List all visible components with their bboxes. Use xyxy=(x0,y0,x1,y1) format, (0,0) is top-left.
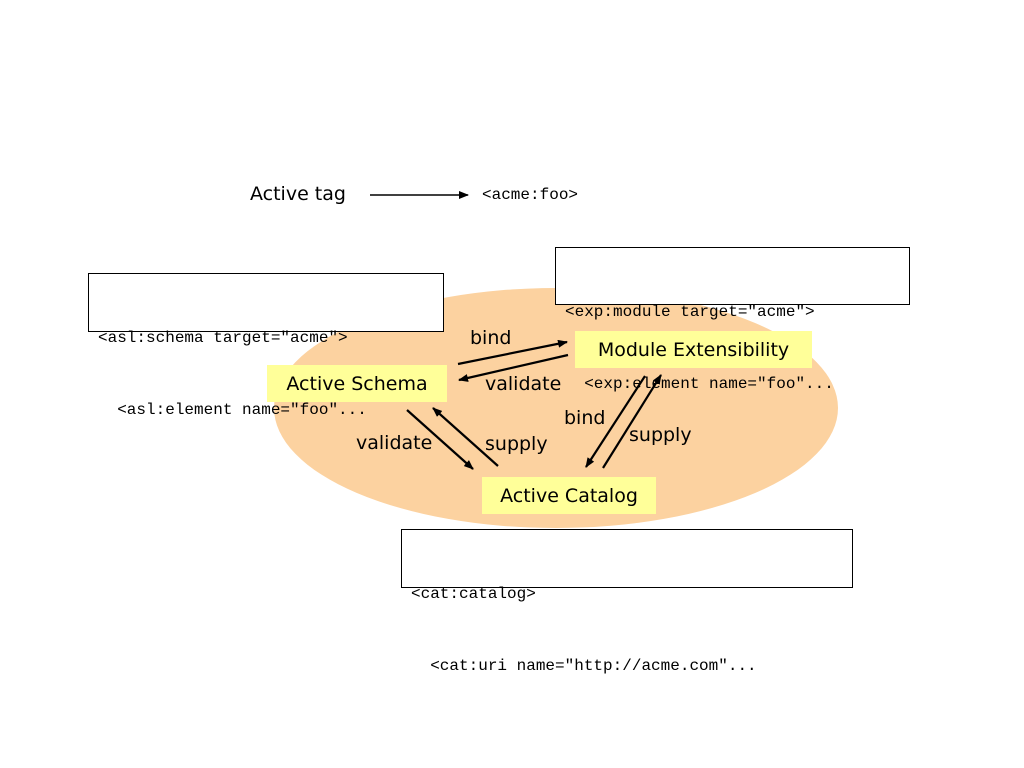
catalog-code-line-1: <cat:catalog> xyxy=(411,585,536,603)
bind-arrow-schema-to-module xyxy=(457,339,568,366)
schema-code-line-1: <asl:schema target="acme"> xyxy=(98,329,348,347)
edge-label-validate-left: validate xyxy=(356,432,433,454)
schema-code-line-2: <asl:element name="foo"... xyxy=(98,401,367,419)
active-tag-label: Active tag xyxy=(250,183,346,205)
supply-arrow-catalog-to-module xyxy=(602,374,662,469)
supply-arrow-catalog-to-schema xyxy=(432,407,499,467)
bind-arrow-module-to-catalog xyxy=(585,375,646,468)
module-code-line-1: <exp:module target="acme"> xyxy=(565,303,815,321)
tag-example: <acme:foo> xyxy=(482,186,579,204)
module-code-line-2: <exp:element name="foo"... xyxy=(565,375,834,393)
edge-label-bind-top: bind xyxy=(470,327,512,349)
active-schema-node: Active Schema xyxy=(267,365,447,402)
catalog-code-line-2: <cat:uri name="http://acme.com"... xyxy=(411,657,757,675)
module-code-box: <exp:module target="acme"> <exp:element … xyxy=(555,247,910,393)
module-extensibility-node: Module Extensibility xyxy=(575,331,812,368)
catalog-code-box: <cat:catalog> <cat:uri name="http://acme… xyxy=(401,529,853,675)
edge-label-supply-left: supply xyxy=(485,433,548,455)
edge-label-bind-right: bind xyxy=(564,407,606,429)
active-catalog-node: Active Catalog xyxy=(482,477,656,514)
edge-label-validate-top: validate xyxy=(485,373,562,395)
validate-arrow-schema-to-catalog xyxy=(406,409,474,470)
validate-arrow-module-to-schema xyxy=(458,353,569,382)
schema-code-box: <asl:schema target="acme"> <asl:element … xyxy=(88,273,444,419)
edge-label-supply-right: supply xyxy=(629,424,692,446)
